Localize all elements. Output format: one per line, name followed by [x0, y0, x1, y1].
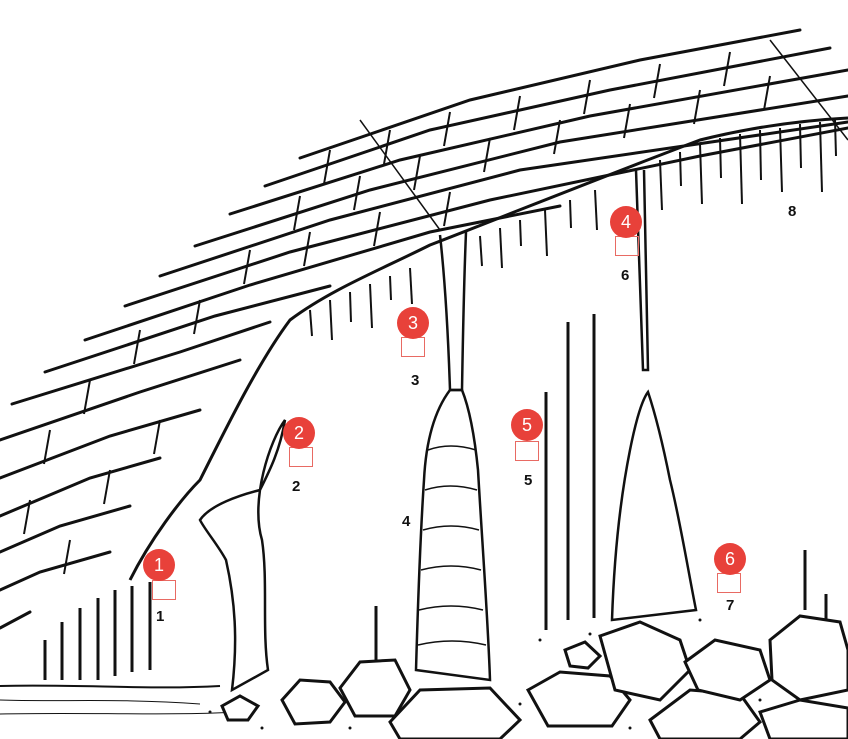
marker-6[interactable]: 6 — [714, 543, 746, 575]
stalagmite-4-rings — [418, 446, 486, 645]
annotation-box-2[interactable] — [289, 447, 313, 467]
label-1: 1 — [156, 608, 164, 625]
marker-2[interactable]: 2 — [283, 417, 315, 449]
label-7: 7 — [726, 597, 734, 614]
conical-stalagmite — [612, 392, 696, 620]
stalactite-3 — [440, 232, 466, 390]
column-2 — [200, 420, 285, 690]
floor-boulders — [222, 616, 848, 739]
annotation-box-1[interactable] — [152, 580, 176, 600]
annotation-box-6[interactable] — [717, 573, 741, 593]
annotation-box-5[interactable] — [515, 441, 539, 461]
label-6: 6 — [621, 267, 629, 284]
stalactites — [310, 120, 836, 340]
label-5: 5 — [524, 472, 532, 489]
marker-5[interactable]: 5 — [511, 409, 543, 441]
label-3: 3 — [411, 372, 419, 389]
cave-ceiling — [130, 118, 848, 580]
cave-floor — [0, 686, 240, 714]
slender-stalagmites-5 — [546, 314, 594, 630]
soda-straws-1 — [45, 582, 150, 680]
annotation-box-4[interactable] — [615, 236, 639, 256]
label-4: 4 — [402, 513, 410, 530]
rock-joints — [24, 40, 848, 574]
marker-1[interactable]: 1 — [143, 549, 175, 581]
marker-3[interactable]: 3 — [397, 307, 429, 339]
marker-4[interactable]: 4 — [610, 206, 642, 238]
annotation-box-3[interactable] — [401, 337, 425, 357]
label-2: 2 — [292, 478, 300, 495]
stalagmite-4 — [416, 390, 490, 680]
stalactite-6 — [636, 170, 648, 370]
label-8: 8 — [788, 203, 796, 220]
